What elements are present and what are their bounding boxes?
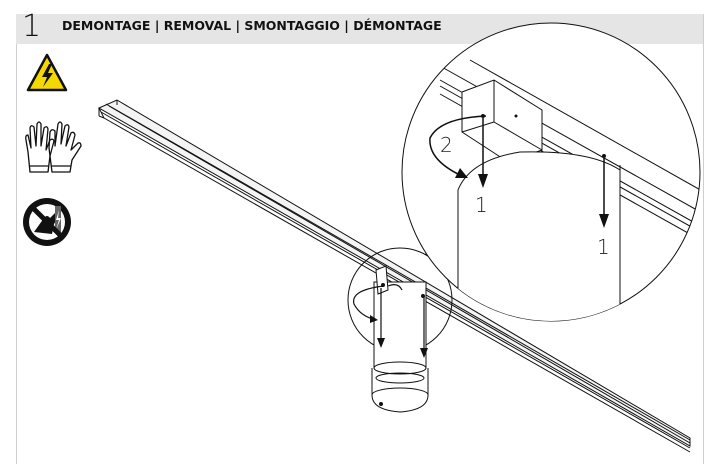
electrical-hazard-icon	[26, 53, 68, 92]
step-number: 1	[22, 9, 42, 44]
callout-pull-step-right: 1	[597, 235, 610, 259]
do-not-touch-live-icon	[23, 198, 71, 246]
spotlight	[371, 265, 429, 413]
detail-circle-large	[401, 22, 701, 322]
callout-rotate-step: 2	[440, 133, 453, 157]
track-rail	[97, 99, 691, 453]
step-title: DEMONTAGE | REMOVAL | SMONTAGGIO | DÉMON…	[62, 18, 442, 33]
small-arrows	[352, 284, 428, 358]
frame-left-line	[16, 44, 17, 464]
protective-gloves-icon	[25, 121, 82, 173]
callout-pull-step-left: 1	[475, 193, 488, 217]
